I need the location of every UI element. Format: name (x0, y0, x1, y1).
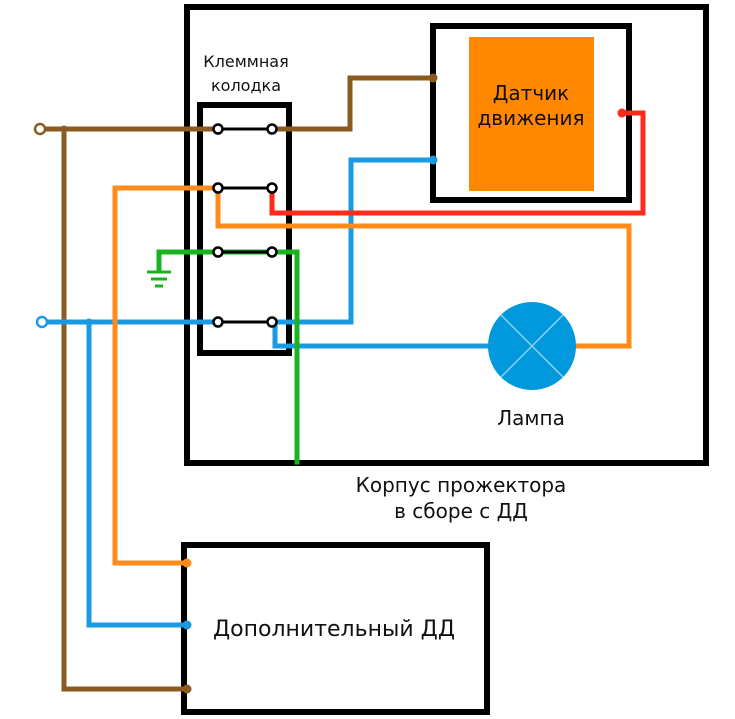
extra-output-dot (182, 558, 192, 568)
lamp-cross-icon (488, 302, 576, 390)
extra-sensor-label: Дополнительный ДД (213, 617, 455, 642)
motion-sensor-body (469, 37, 594, 191)
sensor-phase-dot (428, 73, 438, 83)
terminal-dot (266, 123, 278, 135)
terminal-block-label-line1: Клеммная (203, 52, 288, 71)
terminal-block-label-line2: колодка (211, 76, 281, 95)
floodlight-housing-frame (184, 4, 709, 466)
wire-green-earth (156, 249, 300, 465)
wire-orange-to-lamp (215, 185, 632, 349)
extra-sensor-box (181, 542, 490, 715)
terminal-dot (212, 182, 224, 194)
wire-brown-to-extra (61, 126, 190, 692)
terminal-dots (33, 73, 627, 694)
terminal-dot (212, 123, 224, 135)
junction-dot (60, 125, 68, 133)
wire-blue-to-extra (86, 319, 190, 628)
terminal-dot (212, 316, 224, 328)
housing-label-line1: Корпус прожектора (356, 473, 567, 497)
motion-sensor-label-line1: Датчик (493, 81, 569, 105)
wire-blue-to-lamp (272, 319, 493, 349)
supply-phase-terminal (33, 122, 47, 136)
ground-symbol-icon (147, 270, 171, 288)
junction-dot (85, 318, 93, 326)
sensor-output-dot (617, 108, 627, 118)
sensor-neutral-dot (428, 155, 438, 165)
wire-brown-to-sensor (272, 75, 436, 132)
terminal-dot (266, 246, 278, 258)
wire-blue-to-sensor (272, 157, 436, 325)
lamp-label: Лампа (497, 406, 565, 430)
terminal-dot (266, 182, 278, 194)
extra-phase-dot (182, 684, 192, 694)
extra-neutral-dot (182, 620, 192, 630)
wire-red-sensor-output (269, 110, 646, 216)
wire-orange-to-extra (112, 185, 221, 566)
supply-neutral-terminal (35, 315, 49, 329)
terminal-block (197, 102, 292, 356)
terminal-connections (218, 127, 272, 324)
terminal-dot (266, 316, 278, 328)
housing-label-line2: в сборе с ДД (394, 499, 528, 523)
terminal-dot (212, 246, 224, 258)
motion-sensor-label-line2: движения (477, 106, 584, 130)
